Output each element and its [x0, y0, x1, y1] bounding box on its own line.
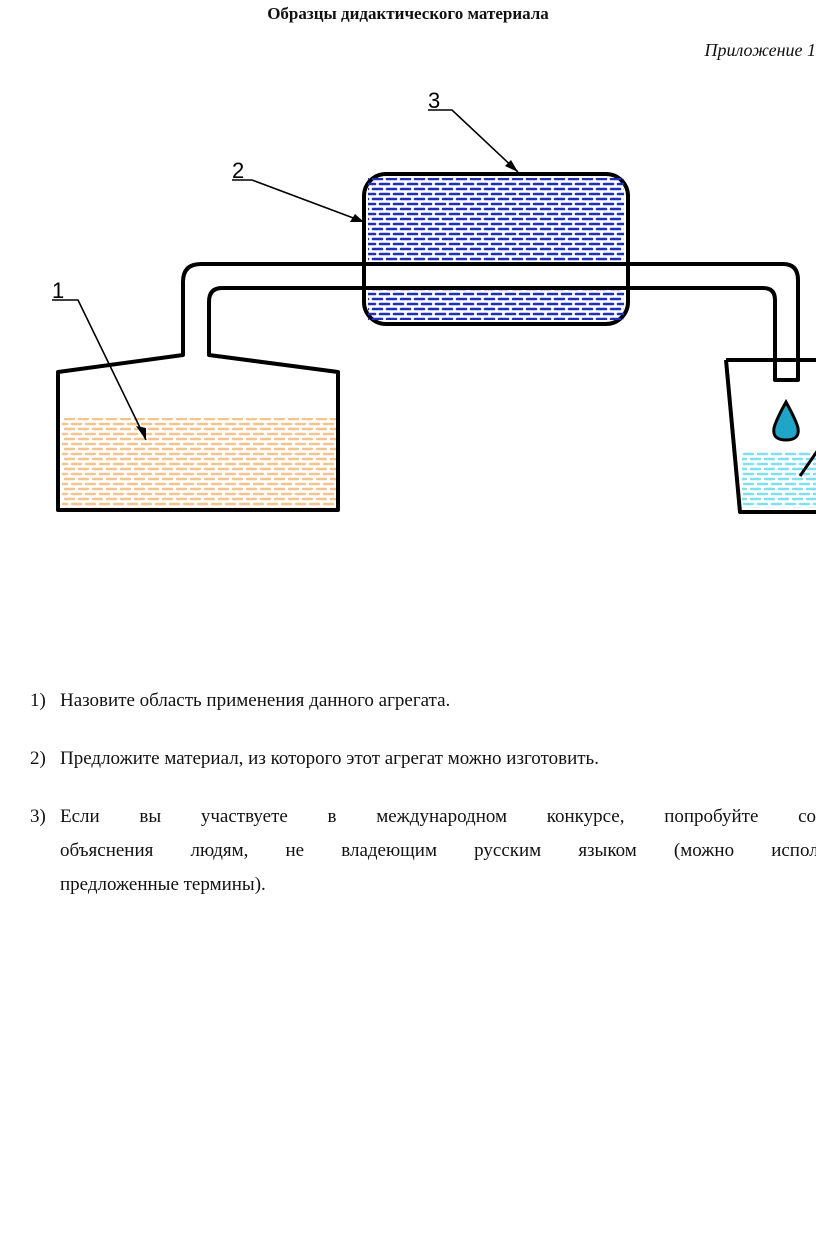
- question-text: Предложите материал, из которого этот аг…: [60, 748, 599, 769]
- word: конкурсе,: [546, 806, 625, 827]
- word: составить: [798, 806, 816, 827]
- question-text: Назовите область применения данного агре…: [60, 690, 451, 711]
- word: попробуйте: [664, 806, 759, 827]
- word: в: [327, 806, 337, 827]
- label-3: 3: [428, 88, 440, 113]
- question-line: объяснения людям, не владеющим русским я…: [60, 834, 816, 868]
- receiver-vessel: [724, 358, 816, 514]
- word: языком: [578, 840, 637, 861]
- document-title: Образцы дидактического материала: [267, 4, 549, 23]
- word: людям,: [190, 840, 249, 861]
- word: международном: [376, 806, 508, 827]
- question-item: 3) Если вы участвуете в международном ко…: [30, 800, 816, 902]
- question-number: 3): [30, 806, 46, 827]
- label-1: 1: [52, 278, 64, 303]
- condenser: [362, 172, 630, 326]
- boiling-vessel: [56, 262, 800, 512]
- word: владеющим: [341, 840, 438, 861]
- label-2: 2: [232, 158, 244, 183]
- questions-list: 1) Назовите область применения данного а…: [30, 684, 816, 926]
- question-item: 2) Предложите материал, из которого этот…: [30, 742, 816, 776]
- question-item: 1) Назовите область применения данного а…: [30, 684, 816, 718]
- leader-lines: [52, 109, 519, 441]
- question-line: Если вы участвуете в международном конку…: [60, 800, 816, 834]
- question-line: предложенные термины).: [60, 874, 266, 895]
- word: Если: [60, 806, 100, 827]
- word: (можно: [673, 840, 735, 861]
- appendix-label: Приложение 1: [704, 40, 816, 60]
- question-number: 1): [30, 690, 46, 711]
- question-number: 2): [30, 748, 46, 769]
- word: участвуете: [200, 806, 288, 827]
- word: вы: [139, 806, 162, 827]
- word: объяснения: [60, 840, 154, 861]
- word: использовать: [771, 840, 816, 861]
- word: русским: [474, 840, 542, 861]
- distillation-diagram: 1 2 3: [0, 80, 816, 540]
- word: не: [285, 840, 305, 861]
- drop-icon: [772, 398, 800, 442]
